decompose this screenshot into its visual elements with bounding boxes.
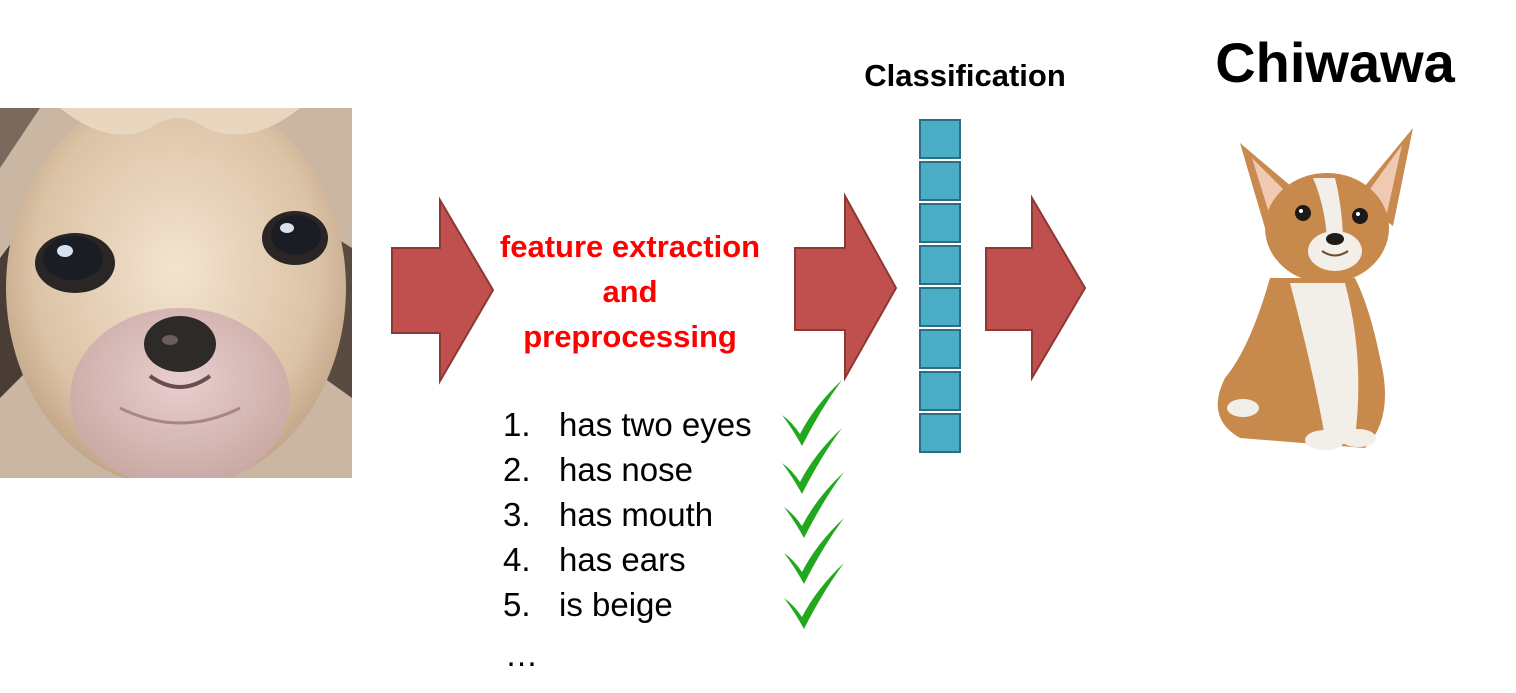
feature-label-line: preprocessing — [523, 319, 737, 354]
feature-number: 5. — [503, 586, 531, 623]
feature-item: 3. has mouth — [503, 493, 713, 537]
result-label: Chiwawa — [1215, 31, 1455, 94]
feature-number: 2. — [503, 451, 531, 488]
feature-number: 3. — [503, 496, 531, 533]
output-dog-photo — [1217, 128, 1413, 450]
arrow-features-to-classifier — [794, 192, 898, 382]
check-icon — [784, 518, 844, 584]
feature-item: 4. has ears — [503, 538, 686, 582]
feature-extraction-label: feature extraction and preprocessing — [460, 224, 800, 359]
feature-text: has ears — [559, 541, 686, 578]
check-icon — [784, 563, 844, 629]
vector-cell — [919, 413, 961, 453]
arrow-classifier-to-output — [985, 194, 1087, 382]
input-dog-photo — [0, 108, 352, 478]
feature-text: is beige — [559, 586, 673, 623]
classification-title: Classification — [864, 58, 1066, 93]
feature-text: has mouth — [559, 496, 714, 533]
feature-item: 1. has two eyes — [503, 403, 752, 447]
check-icon — [784, 472, 844, 538]
vector-cell — [919, 119, 961, 159]
vector-cell — [919, 245, 961, 285]
checkmarks — [782, 380, 844, 629]
feature-text: has two eyes — [559, 406, 752, 443]
check-icon — [782, 428, 842, 494]
feature-label-line: and — [602, 274, 658, 309]
vector-cell — [919, 161, 961, 201]
feature-item: 2. has nose — [503, 448, 693, 492]
feature-text: has nose — [559, 451, 693, 488]
feature-item: 5. is beige — [503, 583, 673, 627]
vector-cell — [919, 287, 961, 327]
feature-number: 1. — [503, 406, 531, 443]
vector-cell — [919, 329, 961, 369]
feature-label-line: feature extraction — [499, 229, 761, 264]
classification-vector — [919, 119, 961, 453]
check-icon — [782, 380, 842, 446]
feature-number: 4. — [503, 541, 531, 578]
more-features-ellipsis: … — [505, 636, 538, 673]
vector-cell — [919, 203, 961, 243]
arrow-input-to-features — [391, 196, 495, 385]
vector-cell — [919, 371, 961, 411]
